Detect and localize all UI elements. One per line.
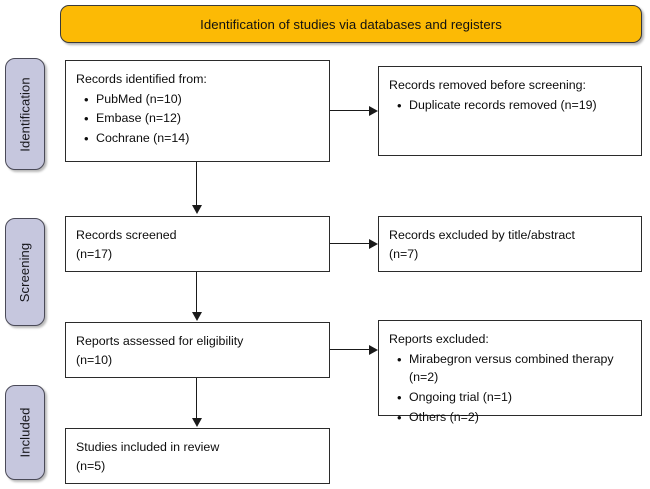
connector-eligibility-to-included: [196, 378, 198, 419]
connector-screened-to-excluded: [330, 243, 370, 245]
arrow-eligibility-to-reports-excluded: [369, 344, 378, 355]
stage-label-screening-text: Screening: [17, 242, 33, 302]
box-reports-assessed: Reports assessed for eligibility (n=10): [65, 322, 330, 378]
arrow-screened-to-excluded: [369, 238, 378, 249]
list-item: Duplicate records removed (n=19): [397, 96, 631, 115]
box-records-removed: Records removed before screening: Duplic…: [378, 66, 642, 156]
box-reports-excluded-heading: Reports excluded:: [389, 332, 489, 346]
connector-eligibility-to-reports-excluded: [330, 349, 370, 351]
box-reports-assessed-line2: (n=10): [76, 352, 113, 367]
connector-identified-to-removed: [330, 110, 370, 112]
stage-label-screening: Screening: [5, 218, 45, 326]
list-item: Embase (n=12): [84, 109, 319, 128]
diagram-banner: Identification of studies via databases …: [60, 5, 642, 43]
arrow-identified-to-removed: [369, 105, 378, 116]
box-studies-included-line1: Studies included in review: [76, 440, 220, 454]
box-studies-included-line2: (n=5): [76, 458, 106, 473]
list-item: PubMed (n=10): [84, 90, 319, 109]
list-item: Ongoing trial (n=1): [397, 388, 631, 407]
list-item: Others (n=2): [397, 408, 631, 427]
arrow-identified-to-screened: [191, 205, 202, 214]
stage-label-identification-text: Identification: [17, 76, 33, 152]
box-records-screened: Records screened (n=17): [65, 216, 330, 272]
box-records-identified-heading: Records identified from:: [76, 72, 207, 86]
box-records-excluded: Records excluded by title/abstract (n=7): [378, 216, 642, 272]
connector-screened-to-eligibility: [196, 272, 198, 313]
box-records-identified: Records identified from: PubMed (n=10) E…: [65, 60, 330, 162]
box-studies-included: Studies included in review (n=5): [65, 428, 330, 484]
box-reports-excluded: Reports excluded: Mirabegron versus comb…: [378, 320, 642, 427]
arrow-screened-to-eligibility: [191, 312, 202, 321]
box-records-screened-line1: Records screened: [76, 228, 177, 242]
box-records-excluded-line2: (n=7): [389, 246, 419, 261]
stage-label-included: Included: [5, 385, 45, 480]
box-records-identified-list: PubMed (n=10) Embase (n=12) Cochrane (n=…: [76, 90, 319, 148]
connector-identified-to-screened: [196, 162, 198, 206]
box-records-excluded-line1: Records excluded by title/abstract: [389, 228, 575, 242]
stage-label-identification: Identification: [5, 58, 45, 170]
list-item: Mirabegron versus combined therapy (n=2): [397, 350, 631, 387]
arrow-eligibility-to-included: [191, 418, 202, 427]
stage-label-included-text: Included: [17, 407, 33, 458]
box-records-removed-heading: Records removed before screening:: [389, 78, 586, 92]
box-records-removed-list: Duplicate records removed (n=19): [389, 96, 631, 115]
list-item: Cochrane (n=14): [84, 129, 319, 148]
box-reports-excluded-list: Mirabegron versus combined therapy (n=2)…: [389, 350, 631, 427]
banner-title: Identification of studies via databases …: [200, 16, 502, 32]
box-records-screened-line2: (n=17): [76, 246, 113, 261]
box-reports-assessed-line1: Reports assessed for eligibility: [76, 334, 244, 348]
